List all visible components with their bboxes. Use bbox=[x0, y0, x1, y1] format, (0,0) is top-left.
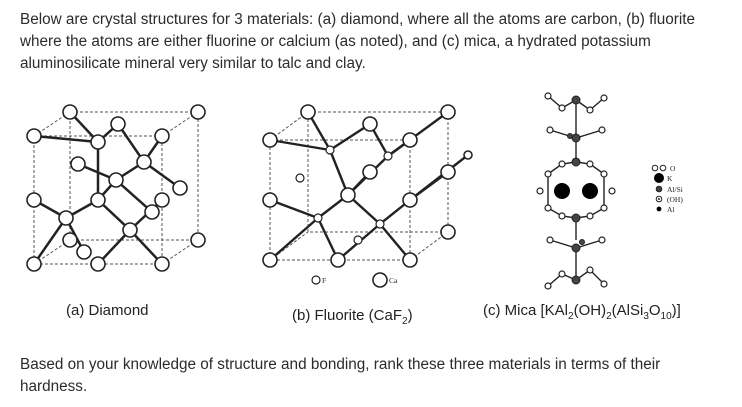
svg-text:Al: Al bbox=[667, 205, 675, 214]
diamond-caption: (a) Diamond bbox=[66, 302, 149, 319]
svg-text:O: O bbox=[670, 164, 676, 173]
svg-text:Ca: Ca bbox=[389, 276, 398, 285]
mica-structure-figure: O K Al/Si (OH) Al bbox=[536, 92, 683, 290]
intro-paragraph: Below are crystal structures for 3 mater… bbox=[20, 11, 696, 72]
diamond-structure-figure bbox=[26, 104, 206, 272]
mica-legend: O K Al/Si (OH) Al bbox=[651, 164, 683, 214]
svg-text:(OH): (OH) bbox=[667, 195, 683, 204]
fluorite-structure-figure: F Ca bbox=[262, 104, 473, 288]
svg-text:K: K bbox=[667, 174, 673, 183]
mica-caption: (c) Mica [KAl2(OH)2(AlSi3O10)] bbox=[483, 302, 681, 322]
fluorite-legend: F Ca bbox=[311, 272, 398, 288]
svg-text:Al/Si: Al/Si bbox=[667, 185, 683, 194]
question-paragraph: Based on your knowledge of structure and… bbox=[20, 356, 661, 395]
svg-text:F: F bbox=[322, 276, 326, 285]
fluorite-caption: (b) Fluorite (CaF2) bbox=[292, 307, 413, 327]
